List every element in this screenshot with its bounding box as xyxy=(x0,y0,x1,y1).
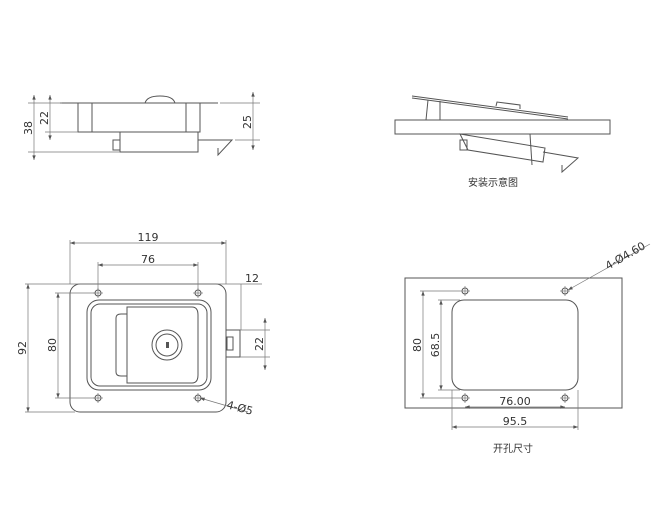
dim-22-bolt: 22 xyxy=(253,337,266,351)
cutout-holes xyxy=(460,286,570,403)
dim-76-00: 76.00 xyxy=(499,395,531,408)
dim-76: 76 xyxy=(141,253,155,266)
dim-80-cut: 80 xyxy=(411,338,424,352)
dim-hole-dia-cut: 4-Ø4.60 xyxy=(603,239,648,272)
side-view: 38 22 25 xyxy=(22,92,260,160)
dim-68-5: 68.5 xyxy=(429,333,442,358)
install-view: 安装示意图 xyxy=(394,95,611,189)
dim-119: 119 xyxy=(138,231,159,244)
dim-38: 38 xyxy=(22,121,35,135)
cutout-view: 76.00 95.5 80 68.5 4-Ø4.60 开孔尺寸 xyxy=(404,239,651,455)
dim-92: 92 xyxy=(16,341,29,355)
install-caption: 安装示意图 xyxy=(468,176,518,189)
front-view: 119 76 12 92 80 22 4-Ø5 xyxy=(16,231,270,418)
dim-95-5: 95.5 xyxy=(503,415,528,428)
dim-22: 22 xyxy=(38,111,51,125)
dim-hole-dia: 4-Ø5 xyxy=(225,398,254,417)
dim-80: 80 xyxy=(46,338,59,352)
dim-12: 12 xyxy=(245,272,259,285)
dim-25: 25 xyxy=(241,115,254,129)
cutout-caption: 开孔尺寸 xyxy=(493,442,533,455)
